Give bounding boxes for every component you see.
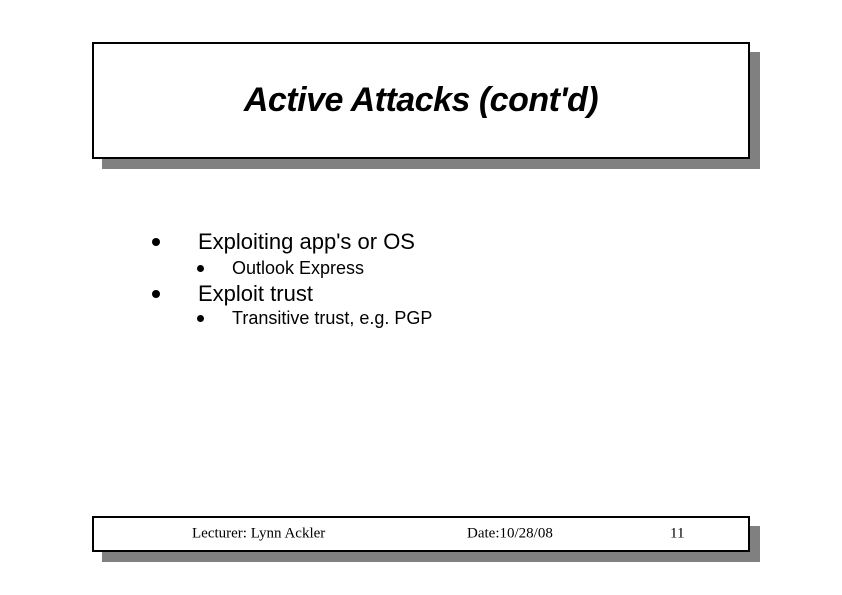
bullet-item: Transitive trust, e.g. PGP xyxy=(197,306,432,330)
bullet-item: Exploit trust xyxy=(152,280,313,308)
slide-title: Active Attacks (cont'd) xyxy=(243,81,599,119)
footer-lecturer: Lecturer: Lynn Ackler xyxy=(192,525,326,542)
footer-page-number: 11 xyxy=(670,525,685,542)
bullet-text: Exploit trust xyxy=(198,281,313,306)
bullet-text: Transitive trust, e.g. PGP xyxy=(232,307,433,328)
footer-date: Date:10/28/08 xyxy=(467,525,553,542)
bullet-text: Exploiting app's or OS xyxy=(198,229,415,254)
bullet-icon xyxy=(197,314,204,322)
footer-bar: Lecturer: Lynn Ackler Date:10/28/08 11 xyxy=(92,516,750,552)
bullet-item: Outlook Express xyxy=(197,256,364,280)
bullet-text: Outlook Express xyxy=(232,257,365,278)
bullet-icon xyxy=(152,238,160,246)
bullet-item: Exploiting app's or OS xyxy=(152,228,415,256)
bullet-icon xyxy=(152,290,160,298)
bullet-icon xyxy=(197,264,204,272)
title-box: Active Attacks (cont'd) xyxy=(92,42,750,159)
